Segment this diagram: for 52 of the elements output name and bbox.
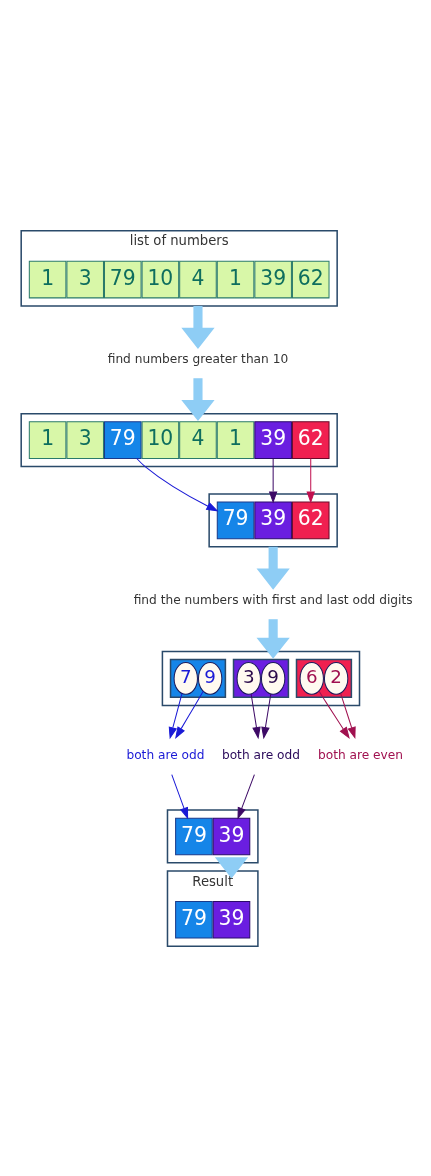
node-box: 3 [65, 260, 104, 298]
arrow [170, 773, 188, 820]
node-text: find the numbers with first and last odd digits [133, 592, 413, 607]
node-box: 79 [216, 501, 254, 539]
node-box: 39 [253, 260, 292, 298]
node-text: both are odd [221, 747, 300, 762]
arrow [180, 305, 215, 349]
node-box: 39 [212, 900, 250, 939]
arrow [180, 377, 215, 421]
arrow [305, 457, 315, 504]
node-box: 79 [174, 900, 213, 939]
node-ellipse: 7 [173, 661, 198, 695]
node-box: 39 [253, 501, 292, 539]
node-box: 4 [178, 260, 217, 298]
node-box: 79 [174, 817, 213, 855]
node-box: 39 [253, 420, 292, 459]
node-box: 1 [28, 420, 66, 459]
node-ellipse: 2 [323, 661, 348, 695]
arrow [168, 692, 182, 739]
arrow [318, 690, 350, 739]
arrow [214, 856, 248, 878]
node-ellipse: 3 [236, 661, 261, 695]
arrow [339, 692, 356, 739]
node-box: 10 [141, 420, 179, 459]
node-box: 4 [178, 420, 217, 459]
node-box: 79 [103, 420, 142, 459]
node-text: find numbers greater than 10 [107, 351, 288, 366]
arrow [268, 457, 277, 504]
cluster [19, 412, 338, 467]
node-box: 79 [103, 260, 142, 298]
node-box: 62 [291, 260, 330, 298]
arrow [250, 693, 261, 739]
arrow [236, 773, 255, 820]
arrow [174, 690, 204, 739]
node-box: 62 [291, 420, 330, 459]
node-text: both are odd [125, 747, 204, 762]
arrow [256, 546, 290, 590]
node-ellipse: 9 [260, 661, 285, 695]
node-box: 1 [216, 420, 254, 459]
node-ellipse: 6 [299, 661, 324, 695]
node-box: 1 [28, 260, 66, 298]
arrow [256, 618, 290, 659]
node-box: 3 [65, 420, 104, 459]
arrow [135, 457, 218, 511]
node-box: 1 [216, 260, 254, 298]
arrow [260, 693, 271, 739]
node-text: both are even [317, 747, 403, 762]
node-box: 10 [141, 260, 179, 298]
node-box: 62 [291, 501, 330, 539]
cluster [161, 650, 360, 706]
node-box: 39 [212, 817, 250, 855]
node-ellipse: 9 [197, 661, 222, 695]
